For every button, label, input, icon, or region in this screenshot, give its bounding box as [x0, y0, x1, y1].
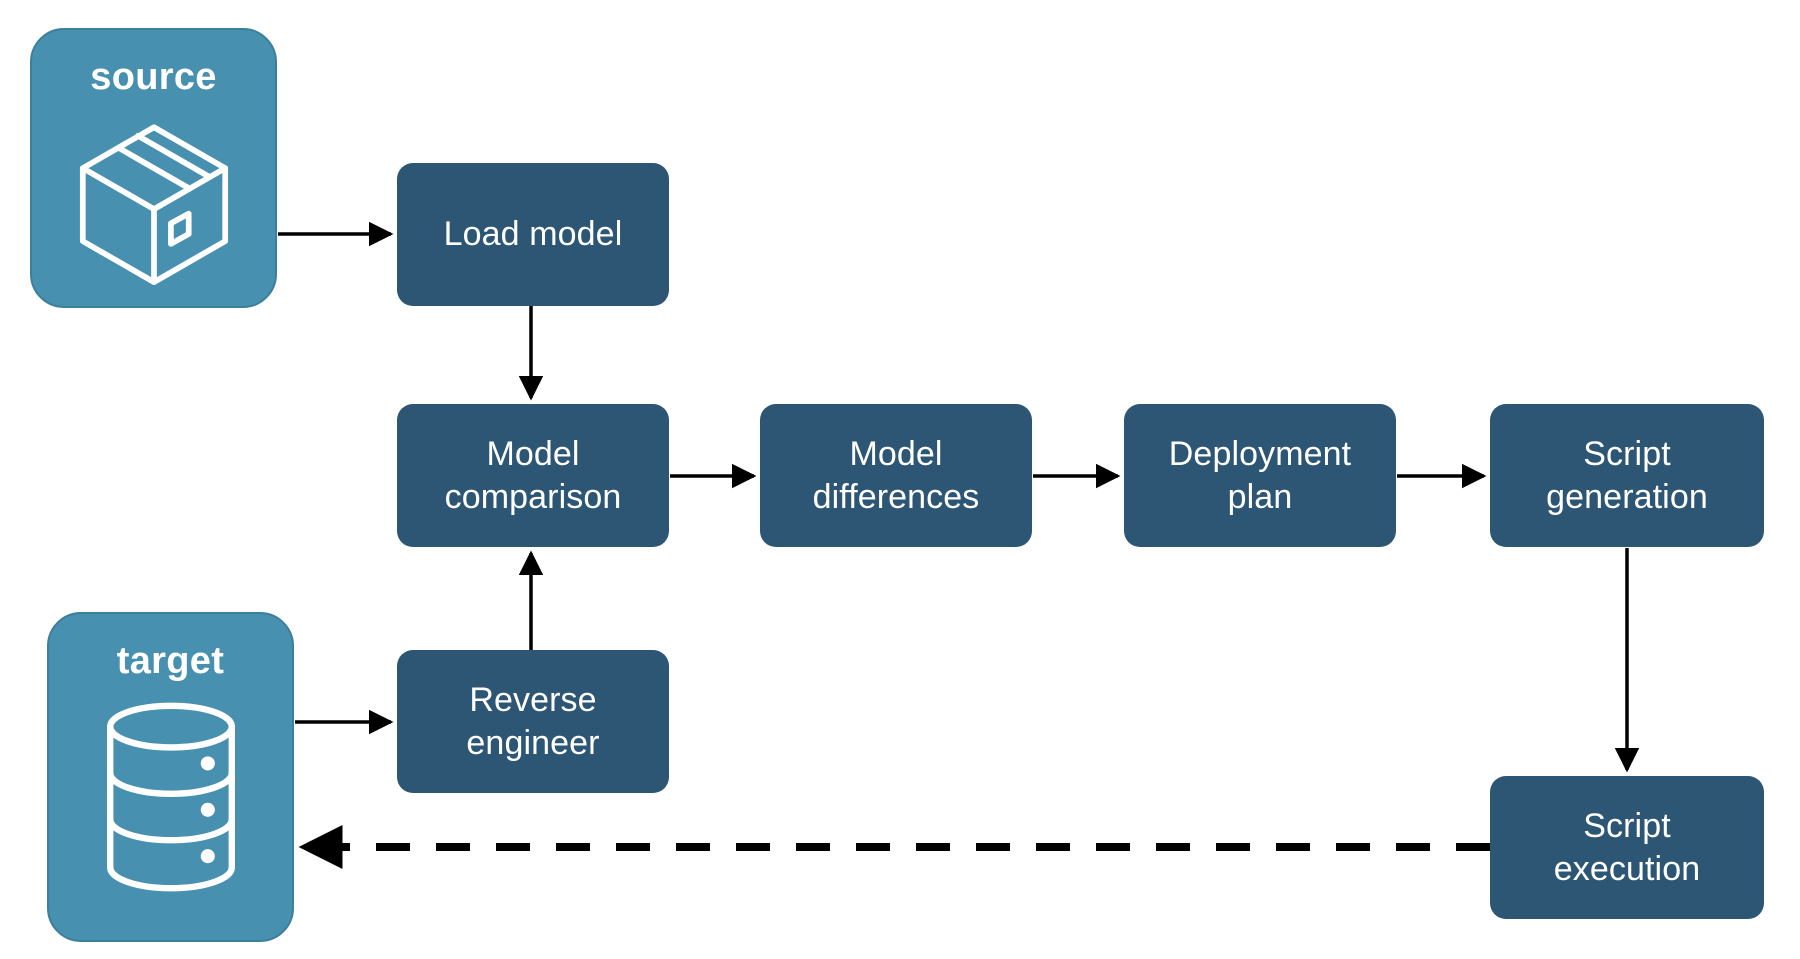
process-model-differences[interactable]: Model differences — [760, 404, 1032, 547]
process-reverse-engineer-label: Reverse engineer — [466, 681, 600, 762]
endpoint-target[interactable]: target — [47, 612, 294, 942]
process-script-generation-label: Script generation — [1546, 435, 1708, 516]
process-model-comparison-label: Model comparison — [444, 435, 622, 516]
process-script-generation[interactable]: Script generation — [1490, 404, 1764, 547]
endpoint-source[interactable]: source — [30, 28, 277, 308]
endpoint-target-label: target — [116, 640, 225, 682]
process-model-differences-label: Model differences — [812, 435, 980, 516]
process-deployment-plan-label: Deployment plan — [1168, 435, 1352, 516]
process-script-execution-label: Script execution — [1553, 807, 1701, 888]
process-model-comparison[interactable]: Model comparison — [397, 404, 669, 547]
process-reverse-engineer[interactable]: Reverse engineer — [397, 650, 669, 793]
process-load-model[interactable]: Load model — [397, 163, 669, 306]
database-cylinder-icon — [106, 702, 235, 892]
endpoint-source-label: source — [90, 56, 217, 98]
process-deployment-plan[interactable]: Deployment plan — [1124, 404, 1396, 547]
process-load-model-label: Load model — [443, 215, 623, 254]
package-box-icon — [79, 124, 228, 285]
process-script-execution[interactable]: Script execution — [1490, 776, 1764, 919]
